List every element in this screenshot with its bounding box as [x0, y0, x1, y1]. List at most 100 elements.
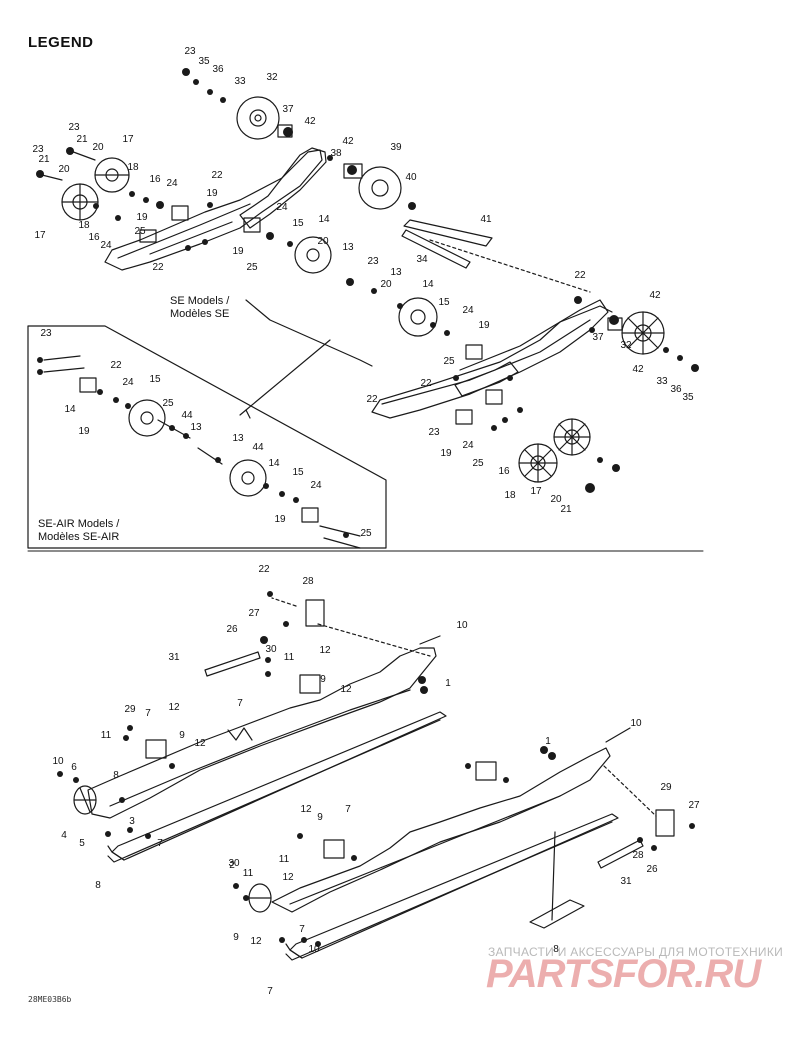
callout-12: 12 [282, 872, 294, 883]
callout-37: 37 [282, 104, 294, 115]
callout-32: 32 [266, 72, 278, 83]
callout-42: 42 [632, 364, 644, 375]
wheel-14-center [294, 236, 332, 274]
callout-29: 29 [660, 782, 672, 793]
spacer-37-right [607, 317, 623, 331]
callout-35: 35 [198, 56, 210, 67]
wheel-39 [358, 166, 402, 210]
callout-25: 25 [134, 226, 146, 237]
wheel-14-right [398, 297, 438, 337]
block-9-left-b [145, 739, 167, 759]
callout-18: 18 [78, 220, 90, 231]
callout-8: 8 [553, 944, 559, 955]
callout-28: 28 [632, 850, 644, 861]
callout-9: 9 [320, 674, 326, 685]
callout-11: 11 [243, 868, 254, 879]
callout-12: 12 [168, 702, 180, 713]
callout-23: 23 [428, 427, 440, 438]
se-air-inset [27, 325, 387, 549]
callout-27: 27 [688, 800, 700, 811]
se-models-line-1: SE Models / [170, 295, 230, 307]
slide-2-right [289, 813, 619, 959]
callout-22: 22 [110, 360, 122, 371]
plate-43 [529, 899, 585, 929]
watermark-logo: PARTSFOR.RU [486, 952, 761, 996]
callout-11: 11 [279, 854, 290, 865]
rail-1-right [271, 747, 611, 913]
callout-7: 7 [237, 698, 243, 709]
callout-10: 10 [308, 944, 320, 955]
callout-7: 7 [145, 708, 151, 719]
se-air-wheel-14-a [128, 399, 166, 437]
se-air-models-line-2: Modèles SE-AIR [38, 531, 120, 543]
callout-14: 14 [422, 279, 434, 290]
callout-7: 7 [157, 838, 163, 849]
callout-19: 19 [232, 246, 244, 257]
bushing-19-a [139, 229, 157, 243]
callout-14: 14 [64, 404, 76, 415]
callout-13: 13 [342, 242, 354, 253]
callout-17: 17 [34, 230, 46, 241]
callout-21: 21 [38, 154, 50, 165]
wheel-32-top [236, 96, 280, 140]
callout-9: 9 [317, 812, 323, 823]
callout-16: 16 [149, 174, 161, 185]
callout-44: 44 [252, 442, 264, 453]
callout-23: 23 [40, 328, 52, 339]
se-models-label: SE Models / Modèles SE [170, 295, 229, 321]
callout-20: 20 [550, 494, 562, 505]
callout-12: 12 [250, 936, 262, 947]
callout-39: 39 [390, 142, 402, 153]
callout-32: 32 [620, 340, 632, 351]
callout-19: 19 [206, 188, 218, 199]
callout-25: 25 [443, 356, 455, 367]
callout-28: 28 [302, 576, 314, 587]
right-arm [371, 299, 609, 419]
callout-21: 21 [76, 134, 88, 145]
callout-12: 12 [319, 645, 331, 656]
callout-10: 10 [52, 756, 64, 767]
bushing-19-center [243, 217, 261, 233]
idler-wheel-17-left [61, 183, 99, 221]
callout-29: 29 [124, 704, 136, 715]
callout-8: 8 [113, 770, 119, 781]
se-air-bushing-b [301, 507, 319, 523]
callout-10: 10 [456, 620, 468, 631]
callout-36: 36 [212, 64, 224, 75]
callout-19: 19 [440, 448, 452, 459]
legend-title: LEGEND [28, 34, 94, 51]
callout-42: 42 [304, 116, 316, 127]
callout-13: 13 [232, 433, 244, 444]
se-models-line-2: Modèles SE [170, 308, 230, 320]
callout-31: 31 [620, 876, 632, 887]
callout-44: 44 [181, 410, 193, 421]
bushing-19-left [171, 205, 189, 221]
callout-14: 14 [318, 214, 330, 225]
lower-hardware [57, 591, 695, 947]
callout-5: 5 [79, 838, 85, 849]
callout-22: 22 [574, 270, 586, 281]
wheel-17-lower [518, 443, 558, 483]
callout-1: 1 [545, 736, 551, 747]
rail-1-left [87, 647, 437, 819]
callout-25: 25 [246, 262, 258, 273]
se-upper-assembly [36, 68, 699, 493]
callout-20: 20 [380, 279, 392, 290]
spacer-37 [277, 124, 293, 138]
callout-22: 22 [420, 378, 432, 389]
center-arm [239, 147, 327, 229]
callout-25: 25 [472, 458, 484, 469]
callout-13: 13 [390, 267, 402, 278]
stopper-5-right [248, 883, 272, 913]
callout-18: 18 [127, 162, 139, 173]
callout-7: 7 [345, 804, 351, 815]
shaft-34 [401, 229, 471, 269]
callout-24: 24 [462, 440, 474, 451]
callout-33: 33 [656, 376, 668, 387]
callout-35: 35 [682, 392, 694, 403]
callout-33: 33 [234, 76, 246, 87]
callout-23: 23 [68, 122, 80, 133]
callout-25: 25 [360, 528, 372, 539]
callout-12: 12 [300, 804, 312, 815]
